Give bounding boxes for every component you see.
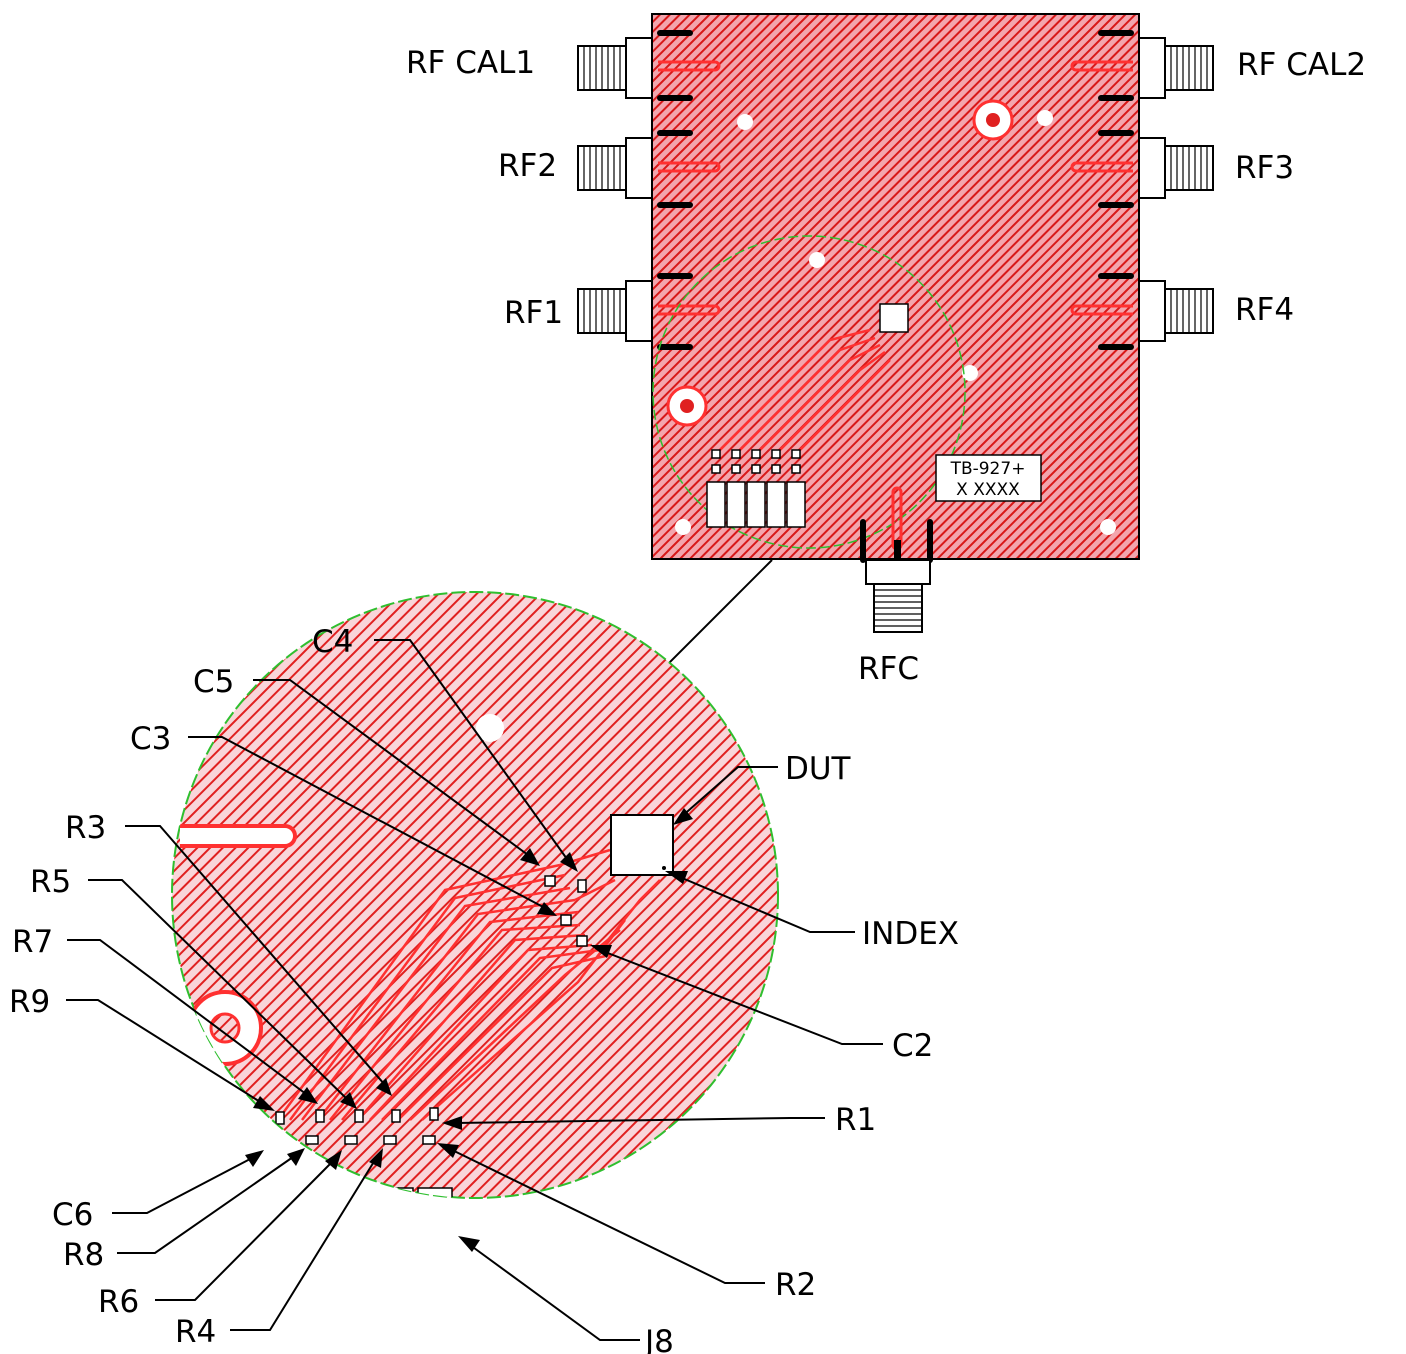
callout-c4: C4	[312, 624, 353, 660]
sma-rf-cal1	[577, 37, 653, 99]
callout-r9: R9	[9, 984, 50, 1020]
dut-small	[879, 303, 909, 333]
c5-pad	[544, 875, 556, 887]
board-outline	[651, 13, 1140, 560]
callout-r3: R3	[65, 810, 106, 846]
label-rf1: RF1	[504, 295, 563, 331]
callout-labels: C4 C5 C3 DUT R3 R5 INDEX R7 R9 C2 R1 C6 …	[9, 624, 959, 1354]
board-traces	[714, 328, 891, 456]
left-edge-pads	[657, 30, 721, 350]
callout-c5: C5	[193, 664, 234, 700]
label-rf-cal2: RF CAL2	[1237, 47, 1366, 83]
board-serial: X XXXX	[956, 480, 1020, 500]
callout-r2: R2	[775, 1267, 816, 1303]
board-title: TB-927+	[950, 459, 1026, 479]
detail-traces	[276, 848, 661, 1121]
detail-view	[171, 591, 779, 1199]
callout-r6: R6	[98, 1284, 139, 1320]
board-label-box	[935, 454, 1042, 502]
callout-r1: R1	[835, 1102, 876, 1138]
callout-r4: R4	[175, 1314, 216, 1350]
dut	[610, 814, 674, 876]
right-edge-pads	[1070, 30, 1134, 350]
label-rf3: RF3	[1235, 150, 1294, 186]
callout-c6: C6	[52, 1197, 93, 1233]
c2-pad	[576, 935, 588, 947]
callout-r5: R5	[30, 864, 71, 900]
board-header	[706, 449, 806, 528]
label-rfc: RFC	[858, 651, 919, 687]
callout-r7: R7	[12, 924, 53, 960]
sma-rf1	[577, 280, 653, 342]
mounting-holes	[666, 99, 1116, 535]
j8-header	[261, 1187, 453, 1198]
callout-r8: R8	[63, 1237, 104, 1273]
main-board: TB-927+ X XXXX	[651, 13, 1140, 563]
keepout-circle	[652, 235, 966, 549]
c3-pad	[560, 914, 572, 926]
label-rf-cal1: RF CAL1	[406, 45, 535, 81]
callout-dut: DUT	[785, 751, 852, 787]
c4-pad	[577, 879, 587, 893]
sma-rf-cal2	[1138, 37, 1214, 99]
sma-rfc	[865, 559, 931, 633]
callout-leaders	[66, 639, 883, 1341]
sma-rf4	[1138, 280, 1214, 342]
callout-c3: C3	[130, 721, 171, 757]
callout-c2: C2	[892, 1028, 933, 1064]
sma-rf2	[577, 137, 653, 199]
label-rf2: RF2	[498, 148, 557, 184]
sma-rf3	[1138, 137, 1214, 199]
label-rf4: RF4	[1235, 292, 1294, 328]
callout-index: INDEX	[862, 916, 959, 952]
callout-j8: J8	[643, 1324, 674, 1354]
